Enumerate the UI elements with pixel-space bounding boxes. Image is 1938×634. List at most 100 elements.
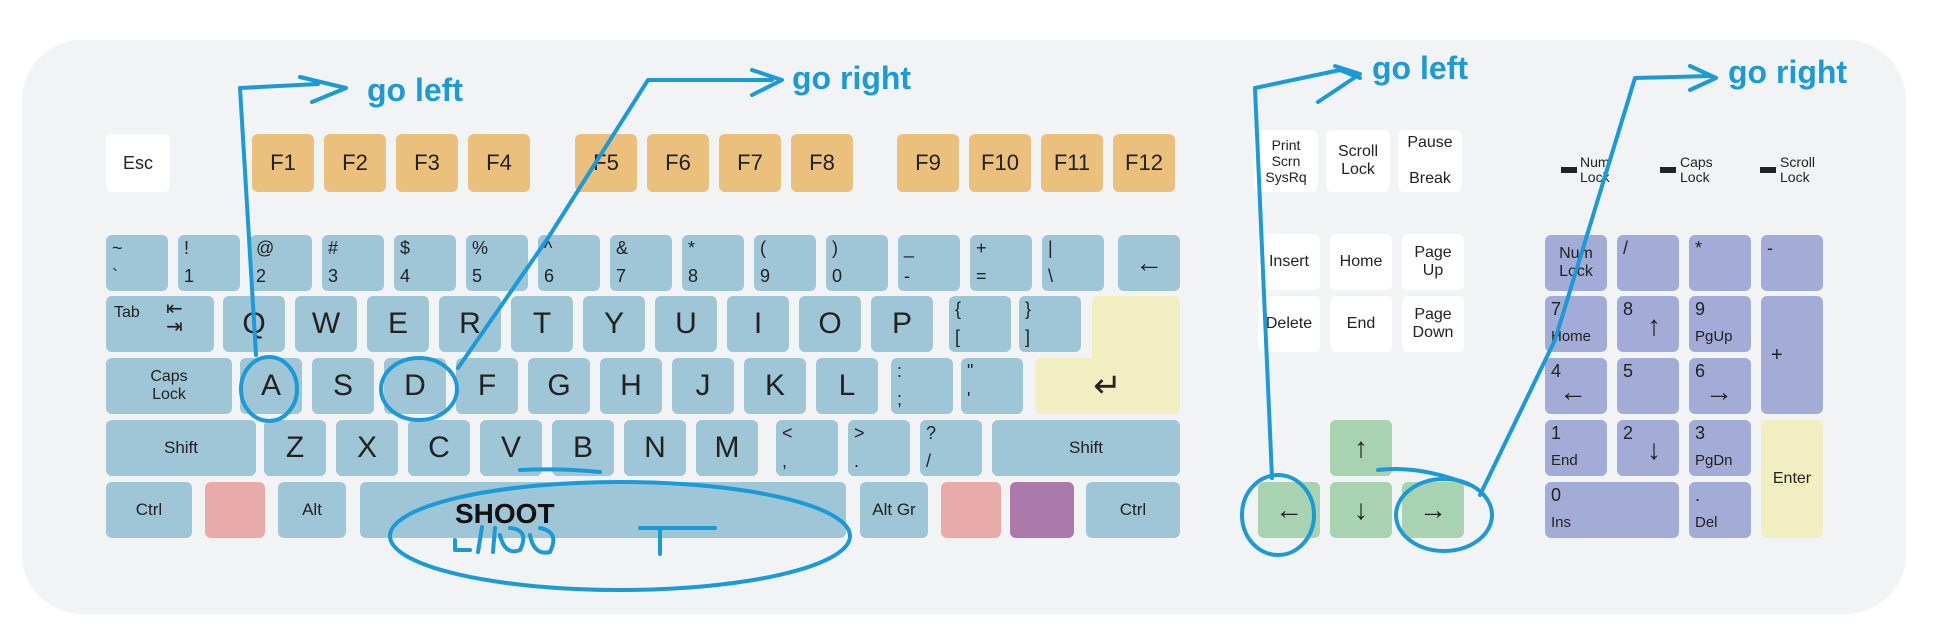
key-f8[interactable]: F8 (791, 134, 853, 192)
key-letter-b[interactable]: B (552, 420, 614, 476)
key-letter-a[interactable]: A (240, 358, 302, 414)
key-numpad-star[interactable]: * (1689, 235, 1751, 291)
key-f1[interactable]: F1 (252, 134, 314, 192)
key-arrow-right[interactable]: → (1402, 482, 1464, 538)
key-f7[interactable]: F7 (719, 134, 781, 192)
key-number-row-13[interactable]: |\ (1042, 235, 1104, 291)
key-number-row-10[interactable]: )0 (826, 235, 888, 291)
key-numpad-dot[interactable]: .Del (1689, 482, 1751, 538)
key-f4[interactable]: F4 (468, 134, 530, 192)
key-f10[interactable]: F10 (969, 134, 1031, 192)
key-ctrl-right[interactable]: Ctrl (1086, 482, 1180, 538)
key-letter-v[interactable]: V (480, 420, 542, 476)
key-arrow-left[interactable]: ← (1258, 482, 1320, 538)
key-letter-x[interactable]: X (336, 420, 398, 476)
key-comma[interactable]: <, (776, 420, 838, 476)
key-shift-left[interactable]: Shift (106, 420, 256, 476)
key-letter-f[interactable]: F (456, 358, 518, 414)
key-numpad-8[interactable]: 8↑ (1617, 296, 1679, 352)
key-esc[interactable]: Esc (106, 134, 170, 192)
key-enter-lower[interactable]: ↵ (1035, 358, 1180, 414)
key-letter-o[interactable]: O (799, 296, 861, 352)
key-numpad-6[interactable]: 6→ (1689, 358, 1751, 414)
key-letter-t[interactable]: T (511, 296, 573, 352)
key-numpad-5[interactable]: 5 (1617, 358, 1679, 414)
key-letter-n[interactable]: N (624, 420, 686, 476)
key-caps-lock[interactable]: Caps Lock (106, 358, 232, 414)
key-f3[interactable]: F3 (396, 134, 458, 192)
key-number-row-8[interactable]: *8 (682, 235, 744, 291)
key-numpad-slash[interactable]: / (1617, 235, 1679, 291)
key-number-row-1[interactable]: !1 (178, 235, 240, 291)
key-number-row-12[interactable]: += (970, 235, 1032, 291)
key-end[interactable]: End (1330, 296, 1392, 352)
key-brace-open[interactable]: {[ (949, 296, 1011, 352)
key-home[interactable]: Home (1330, 234, 1392, 290)
key-arrow-up[interactable]: ↑ (1330, 420, 1392, 476)
key-alt-gr[interactable]: Alt Gr (860, 482, 928, 538)
key-shift-right[interactable]: Shift (992, 420, 1180, 476)
key-numpad-minus[interactable]: - (1761, 235, 1823, 291)
key-f11[interactable]: F11 (1041, 134, 1103, 192)
key-f12[interactable]: F12 (1113, 134, 1175, 192)
key-number-row-5[interactable]: %5 (466, 235, 528, 291)
key-arrow-down[interactable]: ↓ (1330, 482, 1392, 538)
key-insert[interactable]: Insert (1258, 234, 1320, 290)
key-menu[interactable] (1010, 482, 1074, 538)
key-number-row-11[interactable]: _- (898, 235, 960, 291)
key-alt[interactable]: Alt (278, 482, 346, 538)
key-f9[interactable]: F9 (897, 134, 959, 192)
key-letter-d[interactable]: D (384, 358, 446, 414)
key-letter-k[interactable]: K (744, 358, 806, 414)
key-colon[interactable]: :; (891, 358, 953, 414)
key-windows-left[interactable] (205, 482, 265, 538)
key-slash[interactable]: ?/ (920, 420, 982, 476)
key-number-row-6[interactable]: ^6 (538, 235, 600, 291)
key-delete[interactable]: Delete (1258, 296, 1320, 352)
key-brace-close[interactable]: }] (1019, 296, 1081, 352)
key-num-lock[interactable]: Num Lock (1545, 235, 1607, 291)
key-f5[interactable]: F5 (575, 134, 637, 192)
key-letter-s[interactable]: S (312, 358, 374, 414)
key-number-row-3[interactable]: #3 (322, 235, 384, 291)
key-number-row-0[interactable]: ~` (106, 235, 168, 291)
key-page-up[interactable]: Page Up (1402, 234, 1464, 290)
key-letter-j[interactable]: J (672, 358, 734, 414)
key-letter-q[interactable]: Q (223, 296, 285, 352)
key-letter-u[interactable]: U (655, 296, 717, 352)
key-numpad-enter[interactable]: Enter (1761, 420, 1823, 538)
key-tab[interactable]: Tab ⇤ ⇥ (106, 296, 214, 352)
key-numpad-plus[interactable]: + (1761, 296, 1823, 414)
key-letter-r[interactable]: R (439, 296, 501, 352)
key-letter-i[interactable]: I (727, 296, 789, 352)
key-page-down[interactable]: Page Down (1402, 296, 1464, 352)
key-letter-y[interactable]: Y (583, 296, 645, 352)
key-print-screen[interactable]: Print Scrn SysRq (1254, 130, 1318, 192)
key-letter-e[interactable]: E (367, 296, 429, 352)
key-letter-z[interactable]: Z (264, 420, 326, 476)
key-ctrl-left[interactable]: Ctrl (106, 482, 192, 538)
key-number-row-9[interactable]: (9 (754, 235, 816, 291)
key-pause-break[interactable]: Pause Break (1398, 130, 1462, 192)
key-letter-p[interactable]: P (871, 296, 933, 352)
key-quote[interactable]: "' (961, 358, 1023, 414)
key-space[interactable] (360, 482, 846, 538)
key-letter-l[interactable]: L (816, 358, 878, 414)
key-letter-w[interactable]: W (295, 296, 357, 352)
key-number-row-2[interactable]: @2 (250, 235, 312, 291)
key-f6[interactable]: F6 (647, 134, 709, 192)
key-number-row-7[interactable]: &7 (610, 235, 672, 291)
key-letter-c[interactable]: C (408, 420, 470, 476)
key-period[interactable]: >. (848, 420, 910, 476)
key-numpad-2[interactable]: 2↓ (1617, 420, 1679, 476)
key-scroll-lock[interactable]: Scroll Lock (1326, 130, 1390, 192)
key-numpad-4[interactable]: 4← (1545, 358, 1607, 414)
key-f2[interactable]: F2 (324, 134, 386, 192)
key-letter-g[interactable]: G (528, 358, 590, 414)
key-backspace[interactable]: ← (1118, 235, 1180, 291)
key-number-row-4[interactable]: $4 (394, 235, 456, 291)
